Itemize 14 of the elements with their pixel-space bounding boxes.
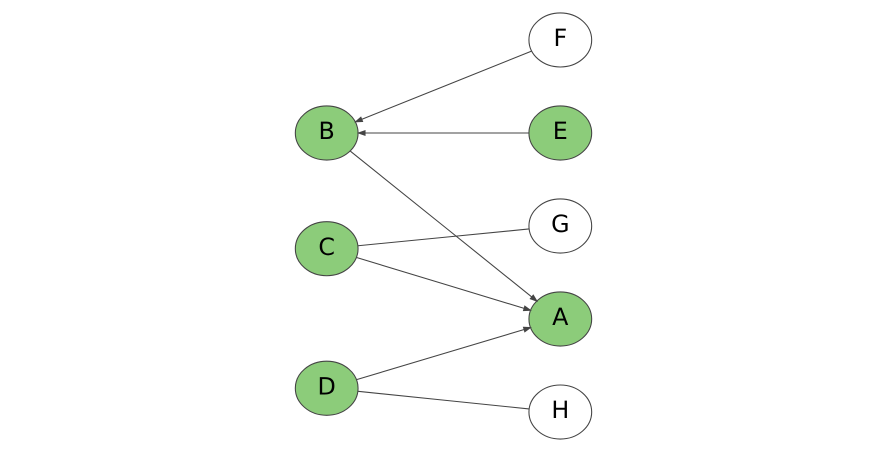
- connector: [358, 228, 530, 246]
- connector: [358, 390, 530, 410]
- arrow: [350, 150, 538, 302]
- node-ellipse: D: [294, 360, 359, 416]
- node-ellipse: C: [294, 221, 359, 276]
- arrow: [354, 50, 532, 122]
- node-ellipse: E: [528, 105, 592, 161]
- arrow: [356, 326, 532, 380]
- node-ellipse: H: [528, 384, 592, 440]
- node-ellipse: G: [528, 198, 592, 254]
- arrow: [356, 256, 532, 312]
- node-ellipse: B: [294, 105, 359, 161]
- node-ellipse: F: [528, 12, 592, 68]
- arrow: [356, 130, 529, 136]
